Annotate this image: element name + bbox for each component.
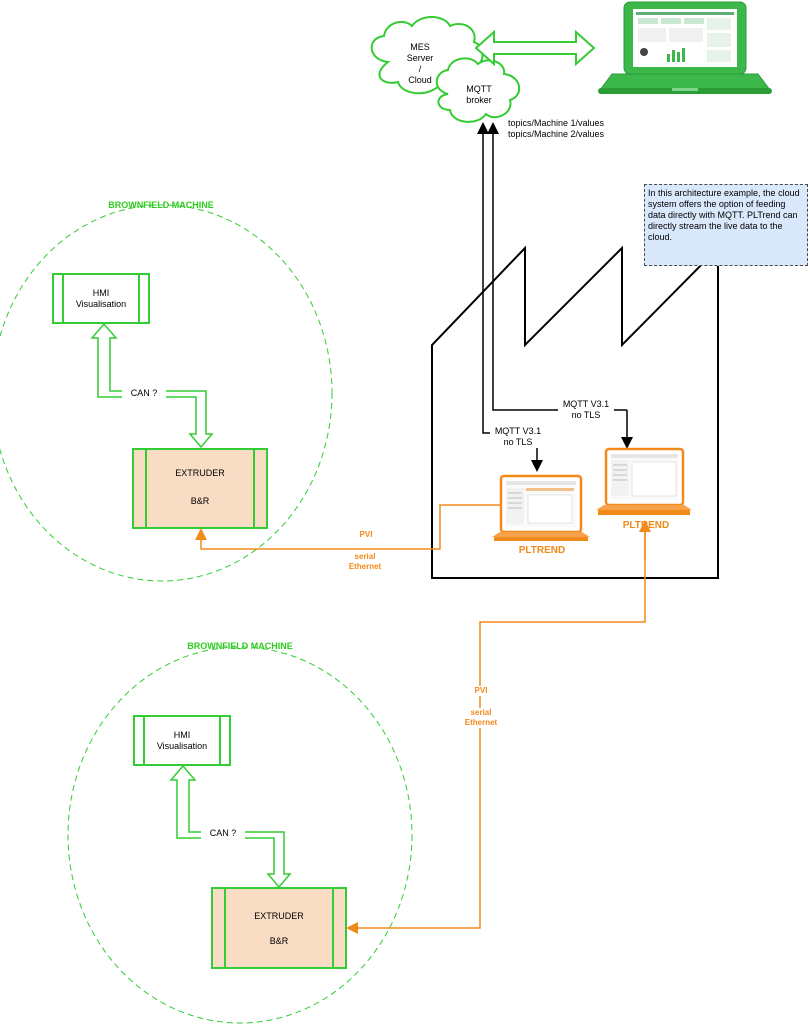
mqtt-line-2 xyxy=(487,122,627,411)
hmi-label-1: HMI Visualisation xyxy=(75,288,127,309)
machine-title-2: BROWNFIELD MACHINE xyxy=(187,641,293,651)
mqtt-label-2: MQTT V3.1 no TLS xyxy=(558,399,614,421)
laptop-dashboard-icon xyxy=(598,1,772,94)
machine-title-1: BROWNFIELD MACHINE xyxy=(108,200,214,210)
topics-label: topics/Machine 1/values topics/Machine 2… xyxy=(508,118,605,139)
double-arrow-icon xyxy=(474,29,596,67)
extruder-box-1 xyxy=(132,448,268,529)
laptop-pltrend-icon-2 xyxy=(596,447,692,515)
pltrend-label-1: PLTREND xyxy=(518,545,566,556)
can-label-1: CAN ? xyxy=(122,388,166,399)
pvi-label-2: PVI xyxy=(466,686,496,696)
laptop-pltrend-icon xyxy=(492,474,590,541)
hmi-label-2: HMI Visualisation xyxy=(156,730,208,751)
pvi-connection-1 xyxy=(195,504,502,550)
architecture-note: In this architecture example, the cloud … xyxy=(644,184,808,266)
machine-boundary-1 xyxy=(0,204,333,582)
mqtt-label-1: MQTT V3.1 no TLS xyxy=(490,426,546,448)
can-link-1 xyxy=(90,322,214,449)
extruder-box-2 xyxy=(211,887,347,969)
extruder-label-2: EXTRUDER xyxy=(254,911,304,921)
pvi-connection-2 xyxy=(346,524,646,934)
hmi-box-1 xyxy=(52,273,150,324)
extruder-brand-2: B&R xyxy=(269,936,289,946)
medium-label-1: serial Ethernet xyxy=(340,552,390,572)
factory-outline-icon xyxy=(431,245,719,579)
machine-boundary-2 xyxy=(67,646,413,1024)
hmi-box-2 xyxy=(133,715,231,766)
extruder-brand-1: B&R xyxy=(190,496,210,506)
can-label-2: CAN ? xyxy=(201,828,245,839)
mes-cloud-label: MES Server / Cloud xyxy=(406,42,434,85)
mqtt-line-1 xyxy=(477,122,538,442)
mqtt-broker-label: MQTT broker xyxy=(466,84,492,105)
medium-label-2: serial Ethernet xyxy=(456,708,506,728)
can-link-2 xyxy=(169,764,292,889)
pvi-label-1: PVI xyxy=(348,530,384,540)
pltrend-label-2: PLTREND xyxy=(622,520,670,531)
mqtt-broker-cloud-icon xyxy=(435,57,520,123)
extruder-label-1: EXTRUDER xyxy=(175,468,225,478)
